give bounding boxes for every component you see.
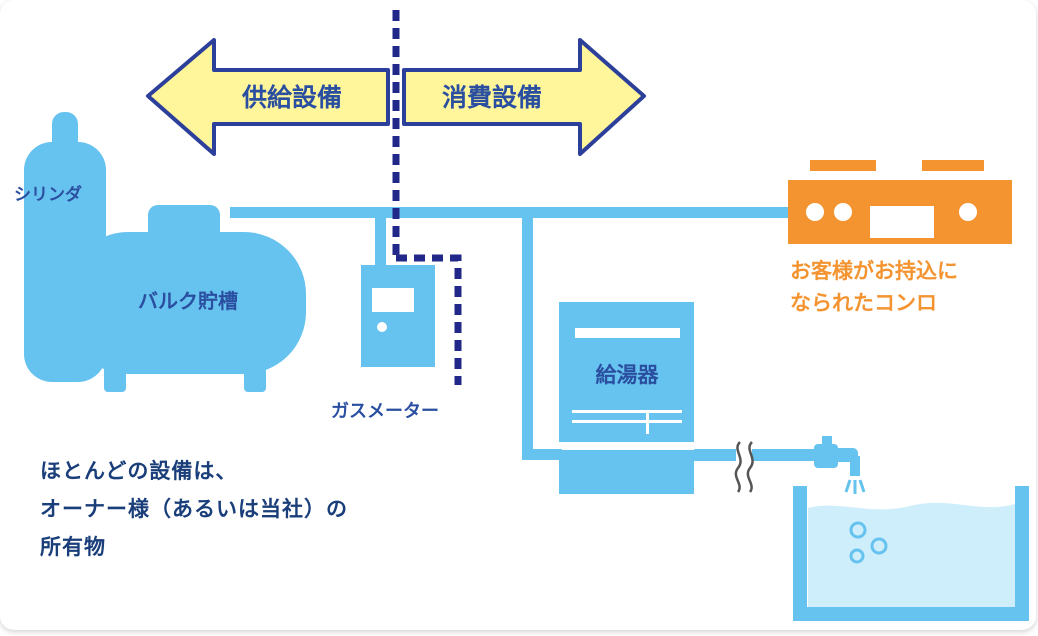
- consume-arrow: 消費設備: [402, 38, 646, 156]
- supply-arrow-label: 供給設備: [241, 83, 342, 112]
- gas-meter-icon: [361, 265, 435, 367]
- main-pipe: [230, 207, 795, 218]
- heater-pipe-horizontal: [522, 449, 562, 460]
- heater-pipe-vertical: [522, 207, 533, 460]
- stove-icon: [788, 160, 1012, 244]
- bulk-tank-icon: [66, 205, 306, 392]
- meter-pipe-in: [375, 207, 386, 267]
- water-pipe: [694, 441, 814, 493]
- gas-pipes: [230, 207, 795, 460]
- stove-label-line2: なられたコンロ: [790, 291, 937, 315]
- ownership-note: ほとんどの設備は、 オーナー様（あるいは当社）の 所有物: [40, 452, 500, 566]
- note-line-2: オーナー様（あるいは当社）の: [40, 497, 348, 521]
- supply-arrow: 供給設備: [146, 38, 390, 156]
- responsibility-boundary-line: [392, 10, 462, 385]
- bathtub-icon: [793, 486, 1029, 621]
- note-line-1: ほとんどの設備は、: [40, 459, 238, 483]
- stove-label-line1: お客様がお持込に: [790, 259, 958, 283]
- gas-meter-label: ガスメーター: [331, 401, 439, 422]
- consume-arrow-label: 消費設備: [442, 83, 542, 112]
- water-heater-label: 給湯器: [596, 363, 660, 387]
- cylinder-label: シリンダ: [14, 184, 82, 205]
- bulk-tank-label: バルク貯槽: [138, 289, 238, 313]
- water-heater-icon: [559, 302, 694, 494]
- note-line-3: 所有物: [40, 535, 106, 559]
- faucet-icon: [814, 436, 866, 494]
